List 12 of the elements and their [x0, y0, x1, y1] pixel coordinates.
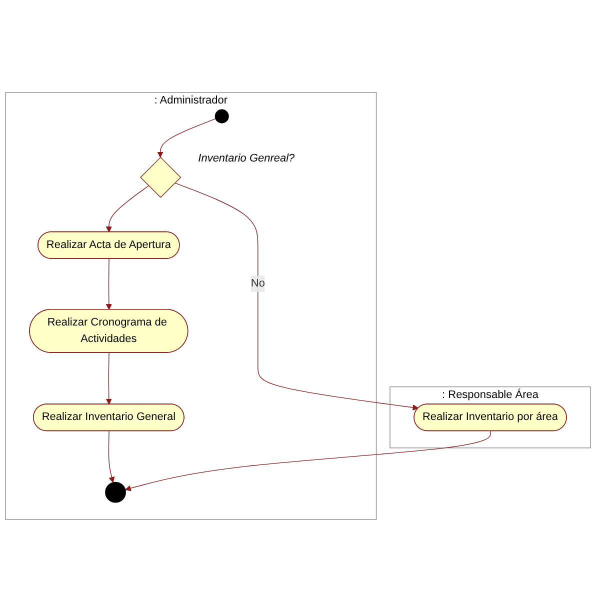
- arrow: [125, 431, 491, 492]
- node-circle: [214, 110, 229, 124]
- arrow: [174, 183, 419, 411]
- arrow: [157, 118, 216, 158]
- edge-label: No: [250, 278, 265, 290]
- arrow: [106, 352, 112, 406]
- node-bullseye: [105, 482, 126, 504]
- arrow: [106, 258, 112, 310]
- node-diamond: [140, 157, 182, 198]
- arrow: [108, 431, 115, 484]
- arrow: [106, 186, 149, 233]
- node-label: Inventario Genreal?: [198, 152, 295, 165]
